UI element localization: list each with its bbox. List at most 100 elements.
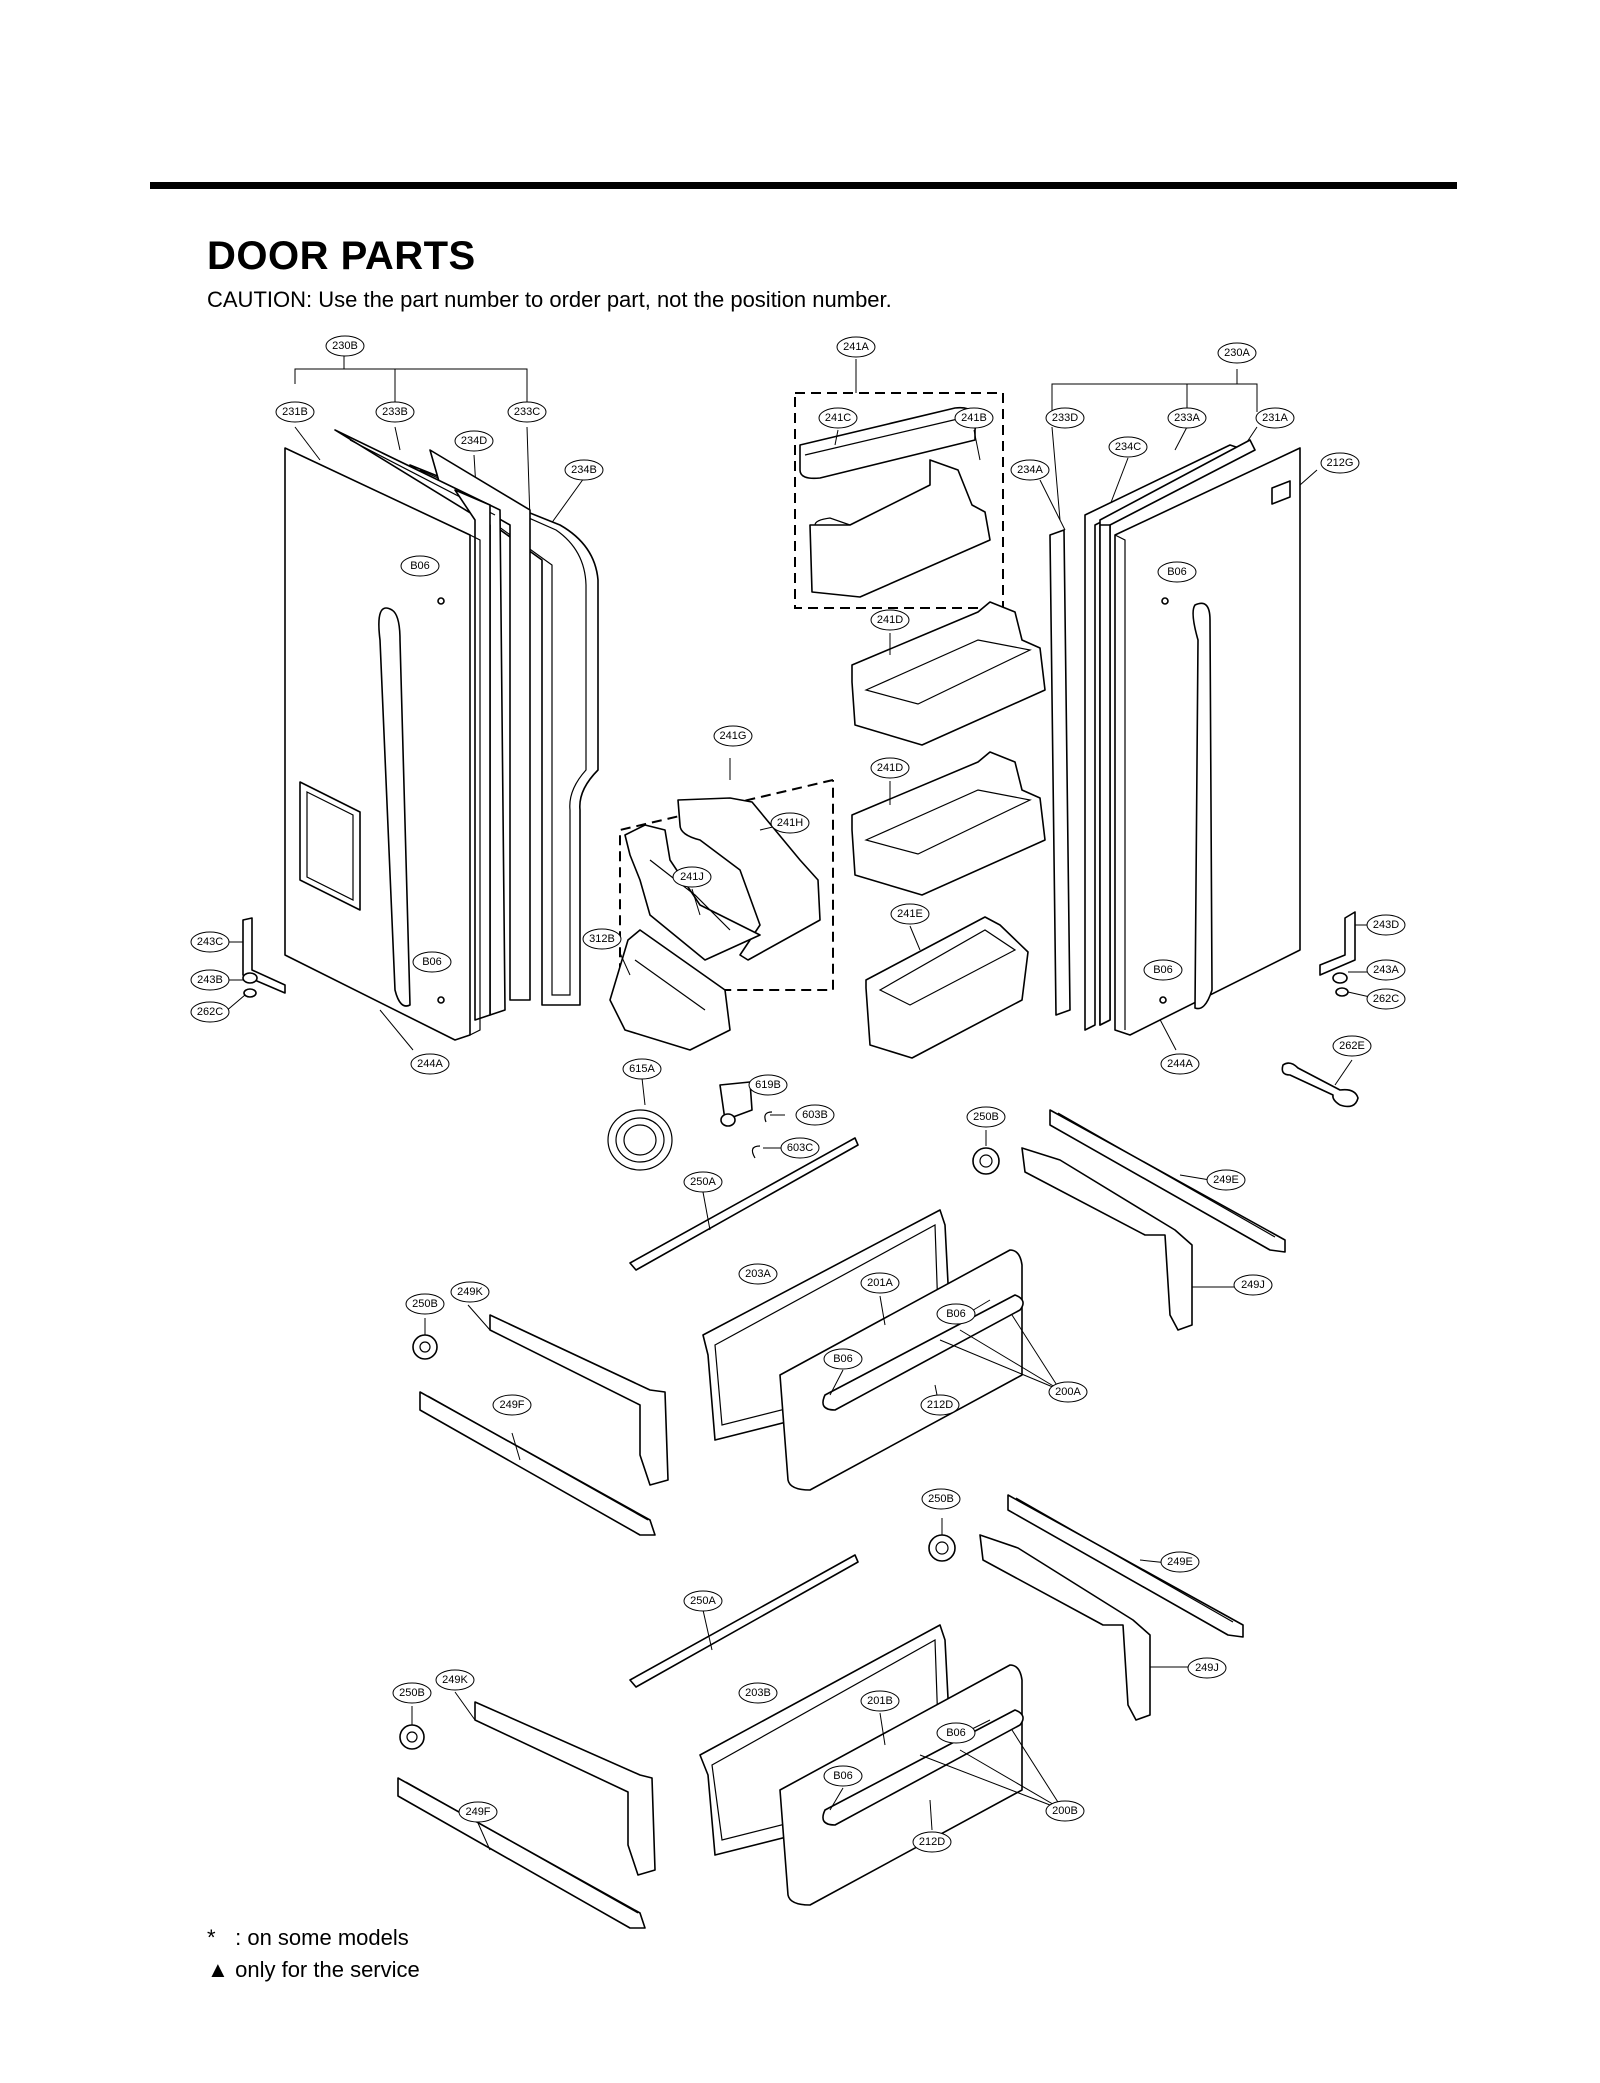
callout-200b: 200B: [1045, 1800, 1085, 1822]
callout-249e: 249E: [1206, 1169, 1246, 1191]
callout-234a: 234A: [1010, 459, 1050, 481]
callout-oval: [1045, 407, 1085, 429]
callout-b06: B06: [823, 1765, 863, 1787]
callout-oval: [770, 812, 810, 834]
callout-label: B06: [946, 1727, 966, 1739]
callout-oval: [582, 928, 622, 950]
callout-oval: [190, 931, 230, 953]
footnotes: * : on some models ▲ only for the servic…: [207, 1922, 420, 1986]
callout-label: 230A: [1224, 347, 1250, 359]
callout-603c: 603C: [780, 1137, 820, 1159]
page-title: DOOR PARTS: [207, 234, 476, 278]
callout-oval: [672, 866, 712, 888]
callout-label: 249J: [1195, 1662, 1219, 1674]
callout-label: 241D: [877, 762, 903, 774]
door-bins-assembly: [607, 359, 1046, 1171]
callout-241g: 241G: [713, 725, 753, 747]
callout-label: 615A: [629, 1063, 655, 1075]
callout-243c: 243C: [190, 931, 230, 953]
callout-oval: [836, 336, 876, 358]
callout-label: 249E: [1213, 1174, 1239, 1186]
callout-label: 249K: [442, 1674, 468, 1686]
callout-label: 312B: [589, 933, 615, 945]
callout-230b: 230B: [325, 335, 365, 357]
callout-203b: 203B: [738, 1682, 778, 1704]
callout-234c: 234C: [1108, 436, 1148, 458]
triangle-icon: ▲: [207, 1957, 229, 1982]
callout-label: 603B: [802, 1109, 828, 1121]
callout-label: 243C: [197, 936, 223, 948]
callout-233d: 233D: [1045, 407, 1085, 429]
callout-250a: 250A: [683, 1171, 723, 1193]
callout-oval: [1160, 1053, 1200, 1075]
callout-231b: 231B: [275, 401, 315, 423]
callout-oval: [954, 407, 994, 429]
callout-oval: [936, 1303, 976, 1325]
callout-200a: 200A: [1048, 1381, 1088, 1403]
callout-603b: 603B: [795, 1104, 835, 1126]
callout-label: 250A: [690, 1176, 716, 1188]
callout-oval: [966, 1106, 1006, 1128]
callout-label: 212G: [1327, 457, 1354, 469]
callout-oval: [375, 401, 415, 423]
callout-label: 250B: [399, 1687, 425, 1699]
top-rule: [150, 182, 1457, 189]
callout-label: 249E: [1167, 1556, 1193, 1568]
callout-label: 200A: [1055, 1386, 1081, 1398]
callout-oval: [748, 1074, 788, 1096]
callout-oval: [870, 757, 910, 779]
callout-label: 203B: [745, 1687, 771, 1699]
callout-label: 241H: [777, 817, 803, 829]
callout-label: 200B: [1052, 1805, 1078, 1817]
callout-b06: B06: [400, 555, 440, 577]
callout-oval: [870, 609, 910, 631]
callout-oval: [435, 1669, 475, 1691]
asterisk-icon: *: [207, 1925, 216, 1950]
callout-615a: 615A: [622, 1058, 662, 1080]
callout-label: 244A: [417, 1058, 443, 1070]
callout-oval: [405, 1293, 445, 1315]
callout-oval: [622, 1058, 662, 1080]
callout-241j: 241J: [672, 866, 712, 888]
callout-oval: [920, 1394, 960, 1416]
callout-262c: 262C: [1366, 988, 1406, 1010]
callout-oval: [1255, 407, 1295, 429]
callout-label: 249F: [465, 1806, 490, 1818]
callout-249k: 249K: [435, 1669, 475, 1691]
callout-label: 234D: [461, 435, 487, 447]
callout-241b: 241B: [954, 407, 994, 429]
callout-241e: 241E: [890, 903, 930, 925]
callout-oval: [1366, 914, 1406, 936]
callout-oval: [683, 1590, 723, 1612]
callout-label: 241G: [720, 730, 747, 742]
callout-oval: [713, 725, 753, 747]
callout-249j: 249J: [1187, 1657, 1227, 1679]
callout-label: 619B: [755, 1079, 781, 1091]
callout-249e: 249E: [1160, 1551, 1200, 1573]
callout-label: 262C: [1373, 993, 1399, 1005]
callout-label: 603C: [787, 1142, 813, 1154]
callout-label: 250A: [690, 1595, 716, 1607]
callout-oval: [410, 1053, 450, 1075]
callout-oval: [936, 1722, 976, 1744]
callout-oval: [1045, 1800, 1085, 1822]
callout-label: 241C: [825, 412, 851, 424]
callout-233a: 233A: [1167, 407, 1207, 429]
callout-b06: B06: [412, 951, 452, 973]
callout-250b: 250B: [405, 1293, 445, 1315]
callout-234b: 234B: [564, 459, 604, 481]
callout-oval: [458, 1801, 498, 1823]
callout-oval: [1108, 436, 1148, 458]
lower-drawer-assembly: [397, 1494, 1244, 1929]
left-door-assembly: [224, 346, 599, 1051]
callout-oval: [912, 1831, 952, 1853]
callout-label: 212D: [919, 1836, 945, 1848]
callout-312b: 312B: [582, 928, 622, 950]
callout-oval: [890, 903, 930, 925]
callout-oval: [392, 1682, 432, 1704]
callout-oval: [860, 1272, 900, 1294]
callout-b06: B06: [1157, 561, 1197, 583]
callout-oval: [507, 401, 547, 423]
callout-label: 243D: [1373, 919, 1399, 931]
